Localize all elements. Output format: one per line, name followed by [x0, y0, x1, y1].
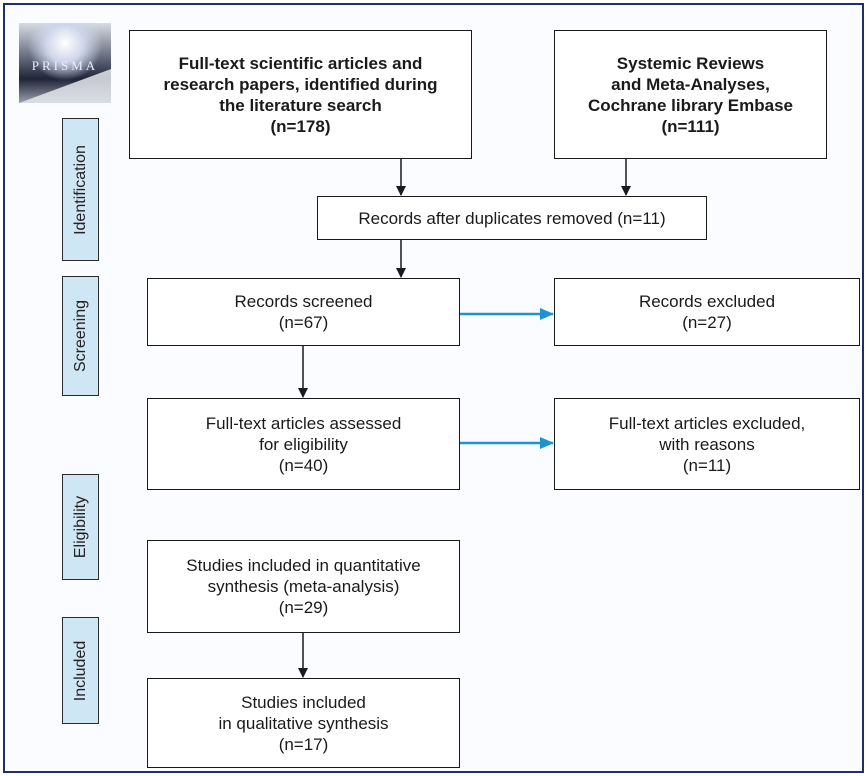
box-qualitative-count: (n=17) [278, 734, 329, 754]
box-records-excluded-line1: Records excluded [638, 292, 776, 311]
box-qualitative-synthesis: Studies included in qualitative synthesi… [147, 678, 460, 768]
box-fulltext-assessed-count: (n=40) [278, 455, 329, 475]
box-fulltext-search-line2: research papers, identified during [163, 74, 438, 94]
box-fulltext-search-line3: the literature search [219, 95, 382, 115]
stage-eligibility: Eligibility [62, 474, 99, 580]
box-quantitative-synthesis: Studies included in quantitative synthes… [147, 540, 460, 633]
box-fulltext-assessed-line1: Full-text articles assessed [205, 413, 402, 433]
box-systemic-reviews-count: (n=111) [661, 116, 720, 136]
box-systemic-reviews-line3: Cochrane library Embase [587, 95, 794, 115]
box-fulltext-excluded-line2: with reasons [659, 434, 755, 454]
box-qualitative-line2: in qualitative synthesis [218, 713, 389, 733]
box-duplicates-removed: Records after duplicates removed (n=11) [317, 196, 707, 240]
box-quantitative-line2: synthesis (meta-analysis) [207, 577, 400, 596]
box-systemic-reviews: Systemic Reviews and Meta-Analyses, Coch… [554, 30, 827, 159]
stage-included: Included [62, 617, 99, 724]
stage-screening: Screening [62, 276, 99, 396]
box-systemic-reviews-line1: Systemic Reviews [616, 53, 765, 73]
box-quantitative-count: (n=29) [278, 598, 329, 617]
box-records-excluded-count: (n=27) [682, 313, 732, 332]
box-fulltext-search-line1: Full-text scientific articles and [178, 53, 423, 73]
box-qualitative-line1: Studies included [241, 692, 366, 712]
logo-text: PRISMA [31, 58, 99, 73]
logo-shape [19, 69, 111, 103]
box-fulltext-assessed-line2: for eligibility [259, 434, 348, 454]
box-quantitative-line1: Studies included in quantitative [186, 556, 421, 575]
box-records-excluded: Records excluded (n=27) [554, 278, 860, 346]
box-fulltext-excluded-count: (n=11) [682, 455, 732, 475]
box-records-screened-count: (n=67) [278, 313, 329, 332]
box-fulltext-assessed: Full-text articles assessed for eligibil… [147, 398, 460, 490]
box-fulltext-excluded: Full-text articles excluded, with reason… [554, 398, 860, 490]
box-fulltext-search: Full-text scientific articles and resear… [129, 30, 472, 159]
box-records-screened: Records screened (n=67) [147, 278, 460, 346]
box-records-screened-line1: Records screened [234, 292, 373, 311]
box-duplicates-removed-text: Records after duplicates removed (n=11) [358, 208, 666, 228]
box-systemic-reviews-line2: and Meta-Analyses, [611, 74, 770, 94]
box-fulltext-search-count: (n=178) [270, 116, 331, 136]
stage-identification: Identification [62, 118, 99, 261]
box-fulltext-excluded-line1: Full-text articles excluded, [608, 413, 806, 433]
prisma-logo: PRISMA [19, 23, 111, 103]
